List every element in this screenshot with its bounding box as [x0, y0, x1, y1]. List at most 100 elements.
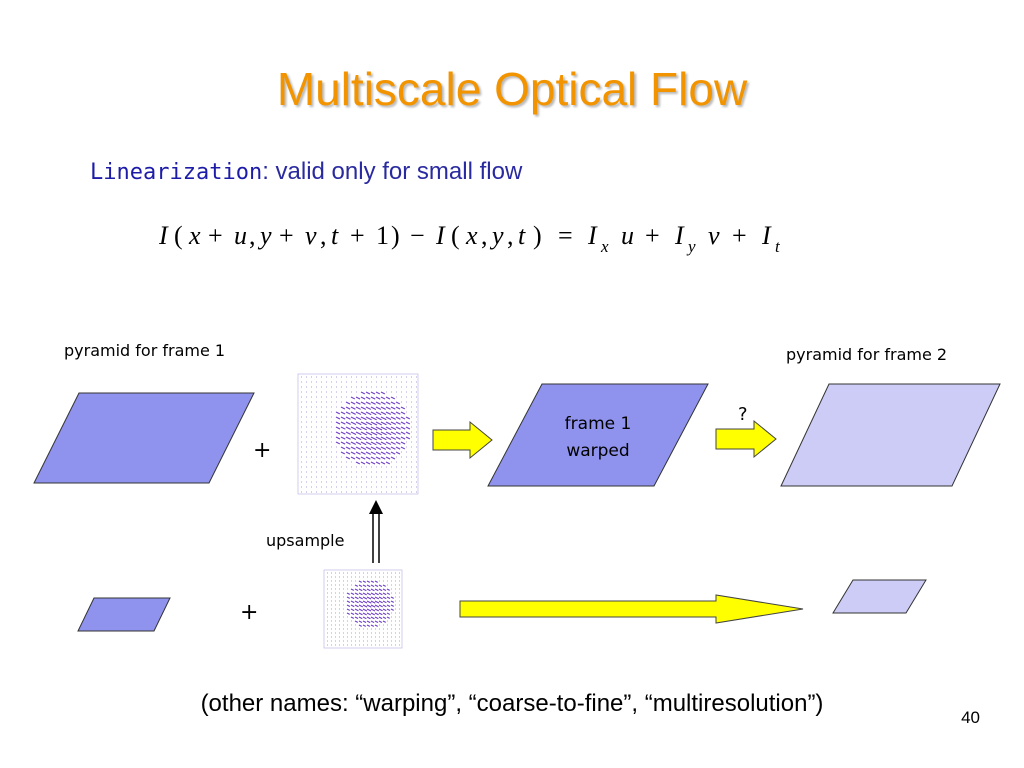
- flow-vector: [370, 612, 375, 616]
- flow-vector: [358, 620, 363, 623]
- flow-vector: [395, 431, 401, 435]
- flow-vector: [360, 401, 366, 405]
- warped-frame-shape: [487, 383, 709, 487]
- flow-vector: [370, 451, 376, 455]
- flow-vector: [335, 436, 341, 440]
- flow-vector: [395, 451, 401, 455]
- flow-vector: [358, 616, 363, 620]
- flow-vector: [370, 391, 376, 395]
- equation-symbol: y: [257, 221, 272, 250]
- flow-vector: [345, 431, 351, 435]
- flow-vector: [350, 401, 356, 405]
- flow-vector: [365, 451, 371, 455]
- flow-vector: [400, 416, 406, 420]
- flow-vector: [374, 608, 380, 612]
- flow-vector: [362, 600, 368, 604]
- flow-vector: [366, 596, 372, 600]
- flow-vector: [345, 451, 351, 455]
- flow-vector: [370, 406, 377, 410]
- flow-vector: [390, 431, 397, 435]
- flow-vector: [362, 580, 367, 583]
- flow-vector: [375, 426, 383, 431]
- equation-subscript: y: [686, 237, 696, 256]
- flow-vector: [358, 596, 363, 600]
- flow-vector: [365, 431, 373, 436]
- flow-vector: [350, 446, 356, 450]
- flow-vector: [382, 600, 387, 604]
- flow-vector: [358, 608, 363, 612]
- flow-vector: [354, 584, 359, 587]
- flow-vector: [340, 446, 346, 450]
- flow-vector: [386, 596, 391, 599]
- flow-vector: [374, 600, 380, 604]
- flow-vector: [350, 441, 356, 445]
- flow-vector: [365, 391, 371, 395]
- equation-symbol: ,: [481, 221, 488, 250]
- flow-vector: [370, 624, 375, 627]
- flow-vector: [355, 396, 361, 400]
- flow-vector: [362, 588, 367, 592]
- equation-symbol: +: [208, 221, 223, 250]
- flow-vector: [362, 604, 368, 608]
- equation-subscript: x: [600, 237, 609, 256]
- flow-vector: [346, 596, 351, 599]
- flow-vector: [355, 406, 361, 410]
- flow-vector: [355, 456, 361, 460]
- frame2-level1-shape: [780, 383, 1001, 487]
- flow-vector: [375, 436, 382, 441]
- flow-vector: [350, 416, 357, 420]
- flow-vector: [346, 604, 351, 607]
- flow-vector: [382, 608, 387, 612]
- flow-vector: [350, 396, 356, 400]
- flow-vector: [390, 401, 396, 405]
- flow-vector: [385, 451, 391, 455]
- flow-vector: [350, 421, 357, 425]
- flow-vector: [350, 426, 357, 431]
- flow-vector: [395, 421, 401, 425]
- flow-vector: [345, 406, 351, 410]
- flow-vector: [390, 416, 396, 420]
- flow-vector: [355, 461, 361, 465]
- flow-vector: [385, 406, 391, 410]
- flow-vector: [358, 588, 363, 592]
- flow-vector: [340, 406, 346, 410]
- flow-vector: [370, 396, 376, 400]
- flow-vector: [385, 421, 392, 426]
- equation-symbol: +: [645, 221, 660, 250]
- flow-vector: [350, 596, 355, 600]
- flow-vector: [360, 436, 367, 441]
- flow-vector: [400, 436, 406, 440]
- flow-vector: [375, 416, 382, 421]
- flow-vector: [354, 600, 359, 604]
- equation-symbol: I: [674, 221, 685, 250]
- flow-vector: [395, 441, 401, 445]
- flow-vector: [365, 416, 372, 421]
- flow-vector: [346, 612, 351, 615]
- flow-vector: [374, 592, 379, 596]
- flow-vector: [354, 596, 359, 600]
- flow-vector: [362, 620, 367, 624]
- flow-vector: [350, 411, 356, 415]
- flow-field-border: [297, 373, 419, 495]
- flow-vector: [355, 431, 362, 436]
- flow-vector: [360, 416, 367, 421]
- flow-vector: [395, 446, 401, 450]
- equation-symbol: (: [451, 221, 460, 250]
- flow-vector: [385, 441, 392, 445]
- flow-vector: [362, 596, 368, 600]
- flow-vector: [350, 588, 355, 591]
- flow-vector: [370, 456, 376, 460]
- flow-vector: [360, 461, 366, 465]
- flow-vector: [358, 592, 363, 596]
- flow-vector: [374, 596, 380, 600]
- flow-vector: [395, 406, 401, 410]
- flow-vector: [385, 401, 391, 405]
- flow-vector: [390, 426, 397, 430]
- equation-symbol: I: [159, 221, 169, 250]
- flow-vector: [366, 580, 371, 583]
- flow-vector: [405, 421, 411, 425]
- flow-vector: [380, 391, 386, 395]
- flow-vector: [370, 461, 376, 465]
